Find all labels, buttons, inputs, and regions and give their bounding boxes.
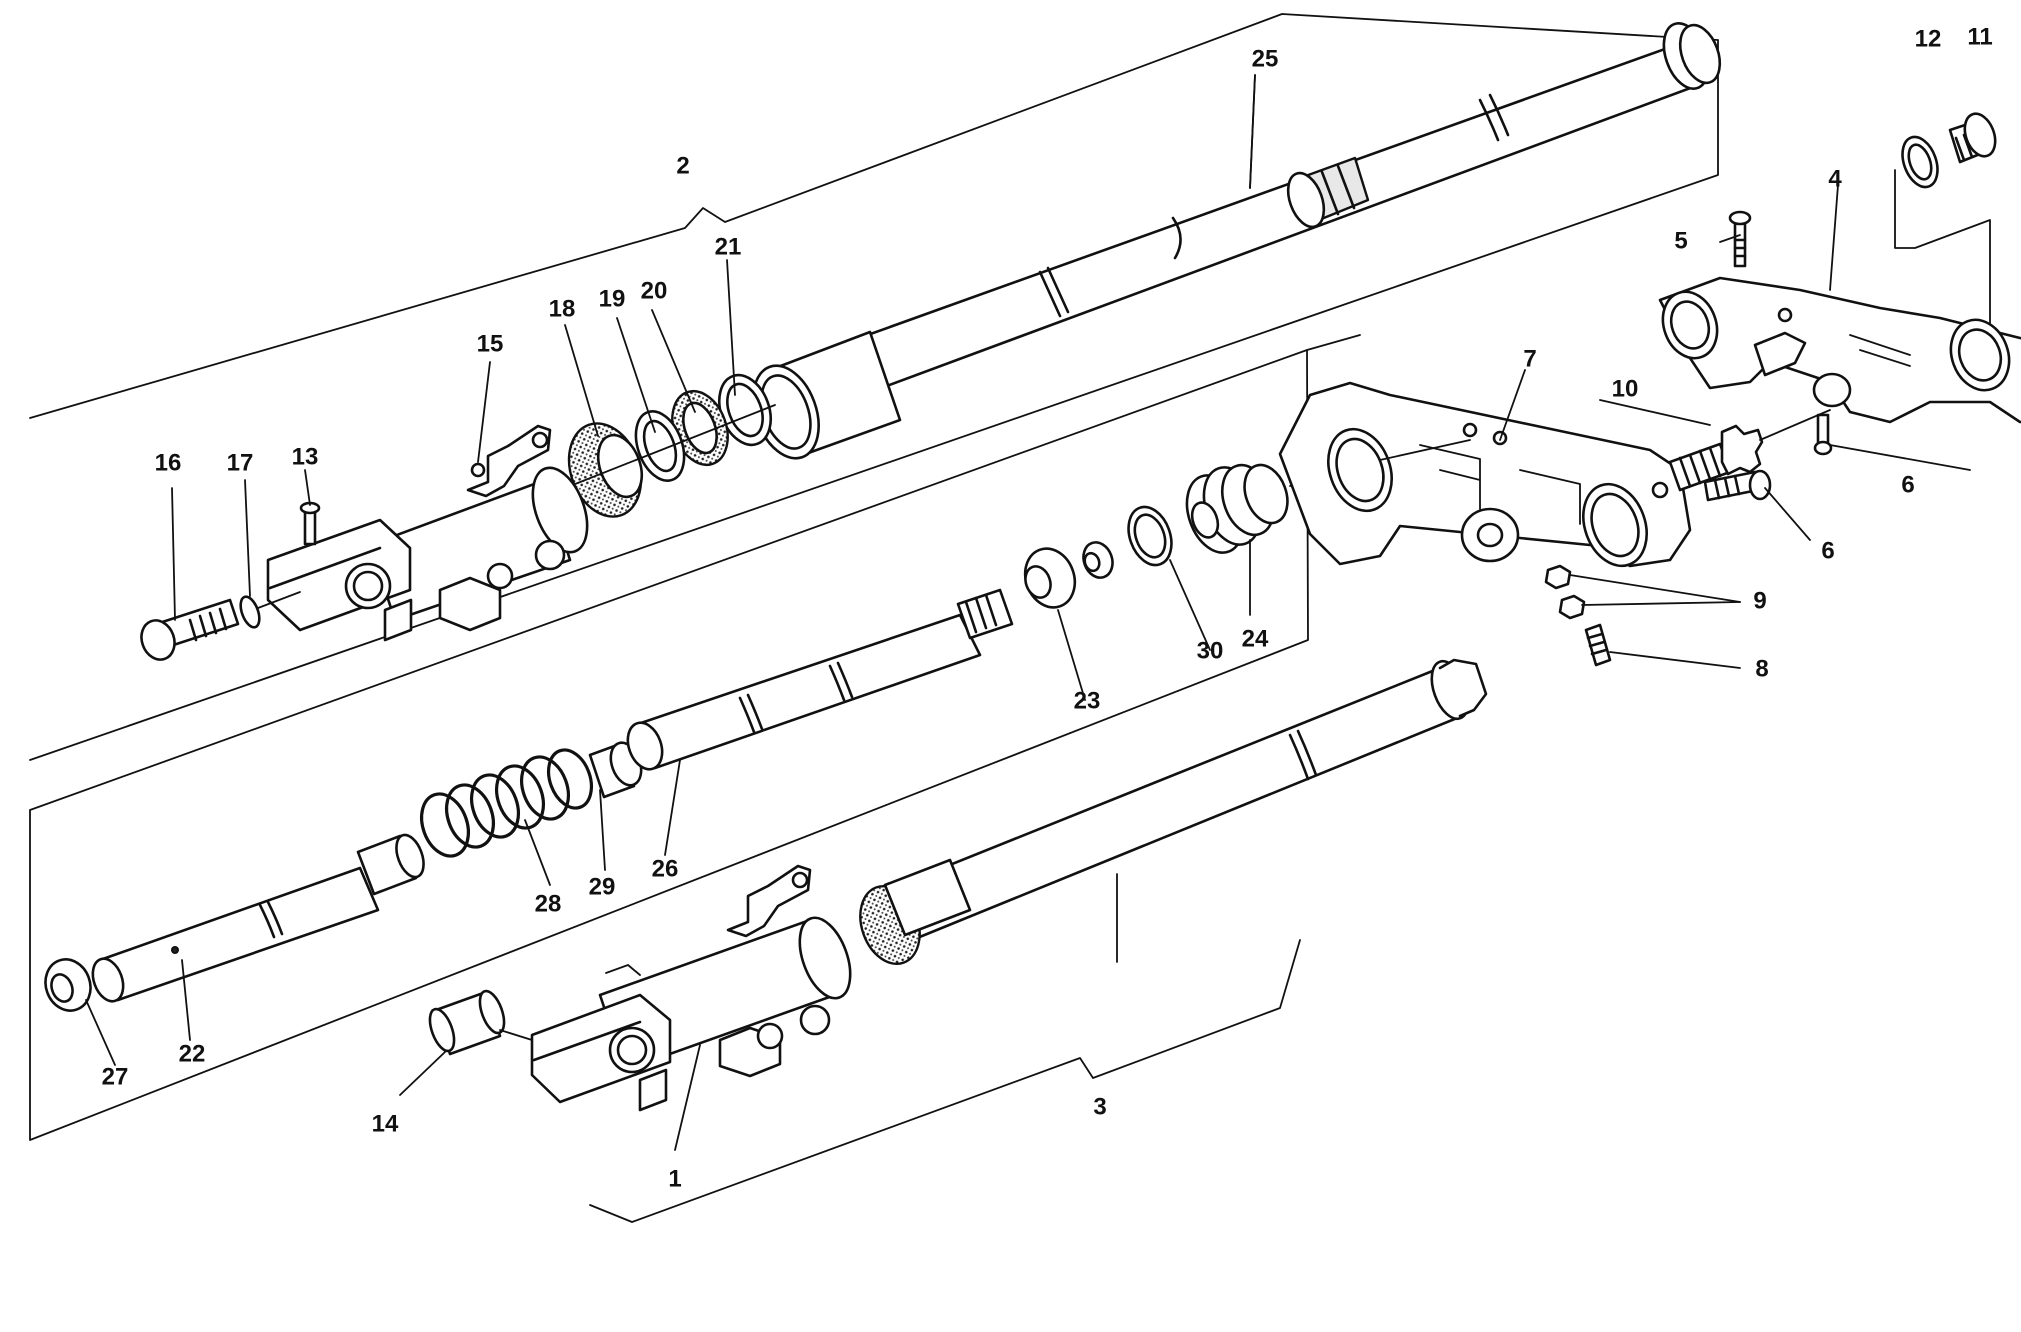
leader-lines	[85, 74, 1971, 1151]
callout-6b: 6	[1821, 537, 1834, 564]
nut-9a	[1544, 564, 1572, 590]
callouts: 1 2 3 4 5 6 6 7 8 9 10 11 12 13 14 15 16…	[102, 23, 1993, 1192]
outer-leg-upper	[266, 424, 589, 642]
callout-25: 25	[1252, 45, 1279, 72]
callout-8: 8	[1755, 655, 1768, 682]
callout-26: 26	[652, 855, 679, 882]
group-boundaries	[29, 13, 1991, 1223]
fork-leg-3	[428, 658, 1488, 1112]
callout-7: 7	[1523, 345, 1536, 372]
callout-29: 29	[589, 873, 616, 900]
cap-24	[1185, 463, 1289, 554]
seals-18-21	[559, 373, 776, 518]
group-2-box	[29, 13, 1719, 761]
callout-14: 14	[372, 1110, 399, 1137]
upper-yoke-4	[1658, 210, 2021, 456]
callout-22: 22	[179, 1040, 206, 1067]
callout-2: 2	[676, 152, 689, 179]
callout-12: 12	[1915, 25, 1942, 52]
callout-17: 17	[227, 449, 254, 476]
callout-23: 23	[1074, 687, 1101, 714]
rod-22	[98, 866, 380, 1002]
nut-9b	[1558, 594, 1586, 620]
callout-10: 10	[1612, 375, 1639, 402]
tube-body	[768, 38, 1714, 422]
washer-17	[239, 595, 261, 629]
callout-1: 1	[668, 1165, 681, 1192]
top-nut-11-12	[1901, 112, 1997, 189]
callout-9: 9	[1753, 587, 1766, 614]
inner-tube-25	[752, 22, 1722, 460]
callout-13: 13	[292, 443, 319, 470]
stem-10	[1668, 409, 1831, 492]
callout-3: 3	[1093, 1093, 1106, 1120]
callout-24: 24	[1242, 625, 1269, 652]
callout-18: 18	[549, 295, 576, 322]
callout-4: 4	[1828, 165, 1842, 192]
callout-5: 5	[1674, 227, 1687, 254]
bracket-link	[1306, 334, 1361, 351]
group-3-bracket	[589, 939, 1301, 1223]
fasteners-yoke	[1544, 469, 1772, 667]
tube-26	[633, 613, 982, 770]
callout-30: 30	[1197, 637, 1224, 664]
group-11-12-bracket	[1894, 169, 1991, 376]
callout-19: 19	[599, 285, 626, 312]
callout-16: 16	[155, 449, 182, 476]
damper-cartridge	[44, 459, 1381, 1012]
callout-15: 15	[477, 330, 504, 357]
callout-27: 27	[102, 1063, 129, 1090]
callout-21: 21	[715, 233, 742, 260]
callout-20: 20	[641, 277, 668, 304]
spring-28	[420, 748, 594, 858]
lower-yoke-7	[1278, 381, 1692, 568]
callout-11: 11	[1967, 23, 1992, 50]
inner-box	[29, 349, 1309, 1141]
callout-28: 28	[535, 890, 562, 917]
callout-6a: 6	[1901, 471, 1914, 498]
fasteners-upper	[140, 501, 321, 661]
nut-10	[1720, 424, 1764, 476]
bracket-15	[466, 424, 552, 498]
